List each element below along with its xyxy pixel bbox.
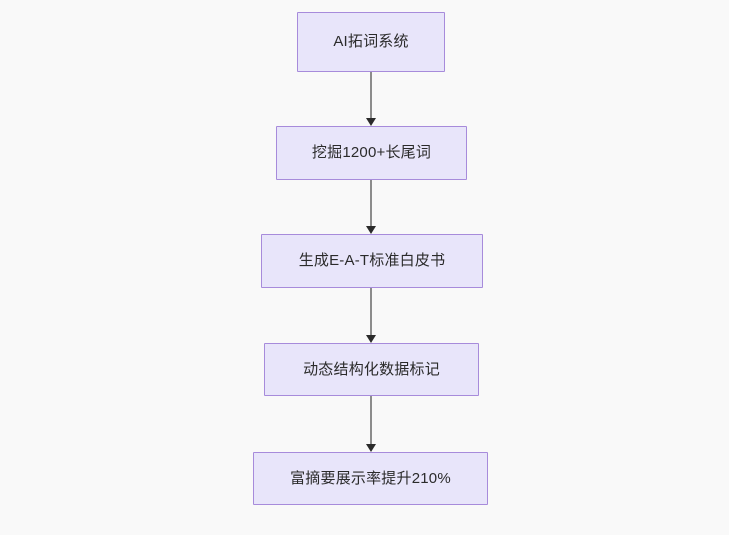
flow-node-mine-longtail-keywords[interactable]: 挖掘1200+长尾词 bbox=[276, 126, 467, 180]
flow-edge-n4-n5 bbox=[365, 396, 376, 452]
flow-edge-arrowhead bbox=[365, 335, 376, 343]
flow-node-dynamic-structured-data-markup[interactable]: 动态结构化数据标记 bbox=[264, 343, 479, 396]
flow-edge-n3-n4 bbox=[365, 288, 376, 343]
flow-edge-line bbox=[370, 180, 372, 228]
flow-edge-arrowhead bbox=[365, 118, 376, 126]
flow-edge-arrowhead bbox=[365, 226, 376, 234]
flow-edge-n1-n2 bbox=[365, 72, 376, 126]
flow-edge-line bbox=[370, 72, 372, 120]
flow-edge-line bbox=[370, 396, 372, 446]
flow-edge-n2-n3 bbox=[365, 180, 376, 234]
flow-node-label: 挖掘1200+长尾词 bbox=[311, 144, 432, 162]
flow-node-rich-snippet-impression-uplift[interactable]: 富摘要展示率提升210% bbox=[253, 452, 488, 505]
flow-node-label: 动态结构化数据标记 bbox=[303, 360, 440, 378]
flow-node-label: AI拓词系统 bbox=[333, 33, 409, 51]
flow-edge-arrowhead bbox=[365, 444, 376, 452]
flow-edge-line bbox=[370, 288, 372, 337]
flow-node-generate-eat-whitepaper[interactable]: 生成E-A-T标准白皮书 bbox=[261, 234, 483, 288]
flow-node-label: 富摘要展示率提升210% bbox=[290, 469, 451, 487]
flow-node-label: 生成E-A-T标准白皮书 bbox=[298, 252, 446, 270]
flow-node-ai-keyword-system[interactable]: AI拓词系统 bbox=[297, 12, 445, 72]
